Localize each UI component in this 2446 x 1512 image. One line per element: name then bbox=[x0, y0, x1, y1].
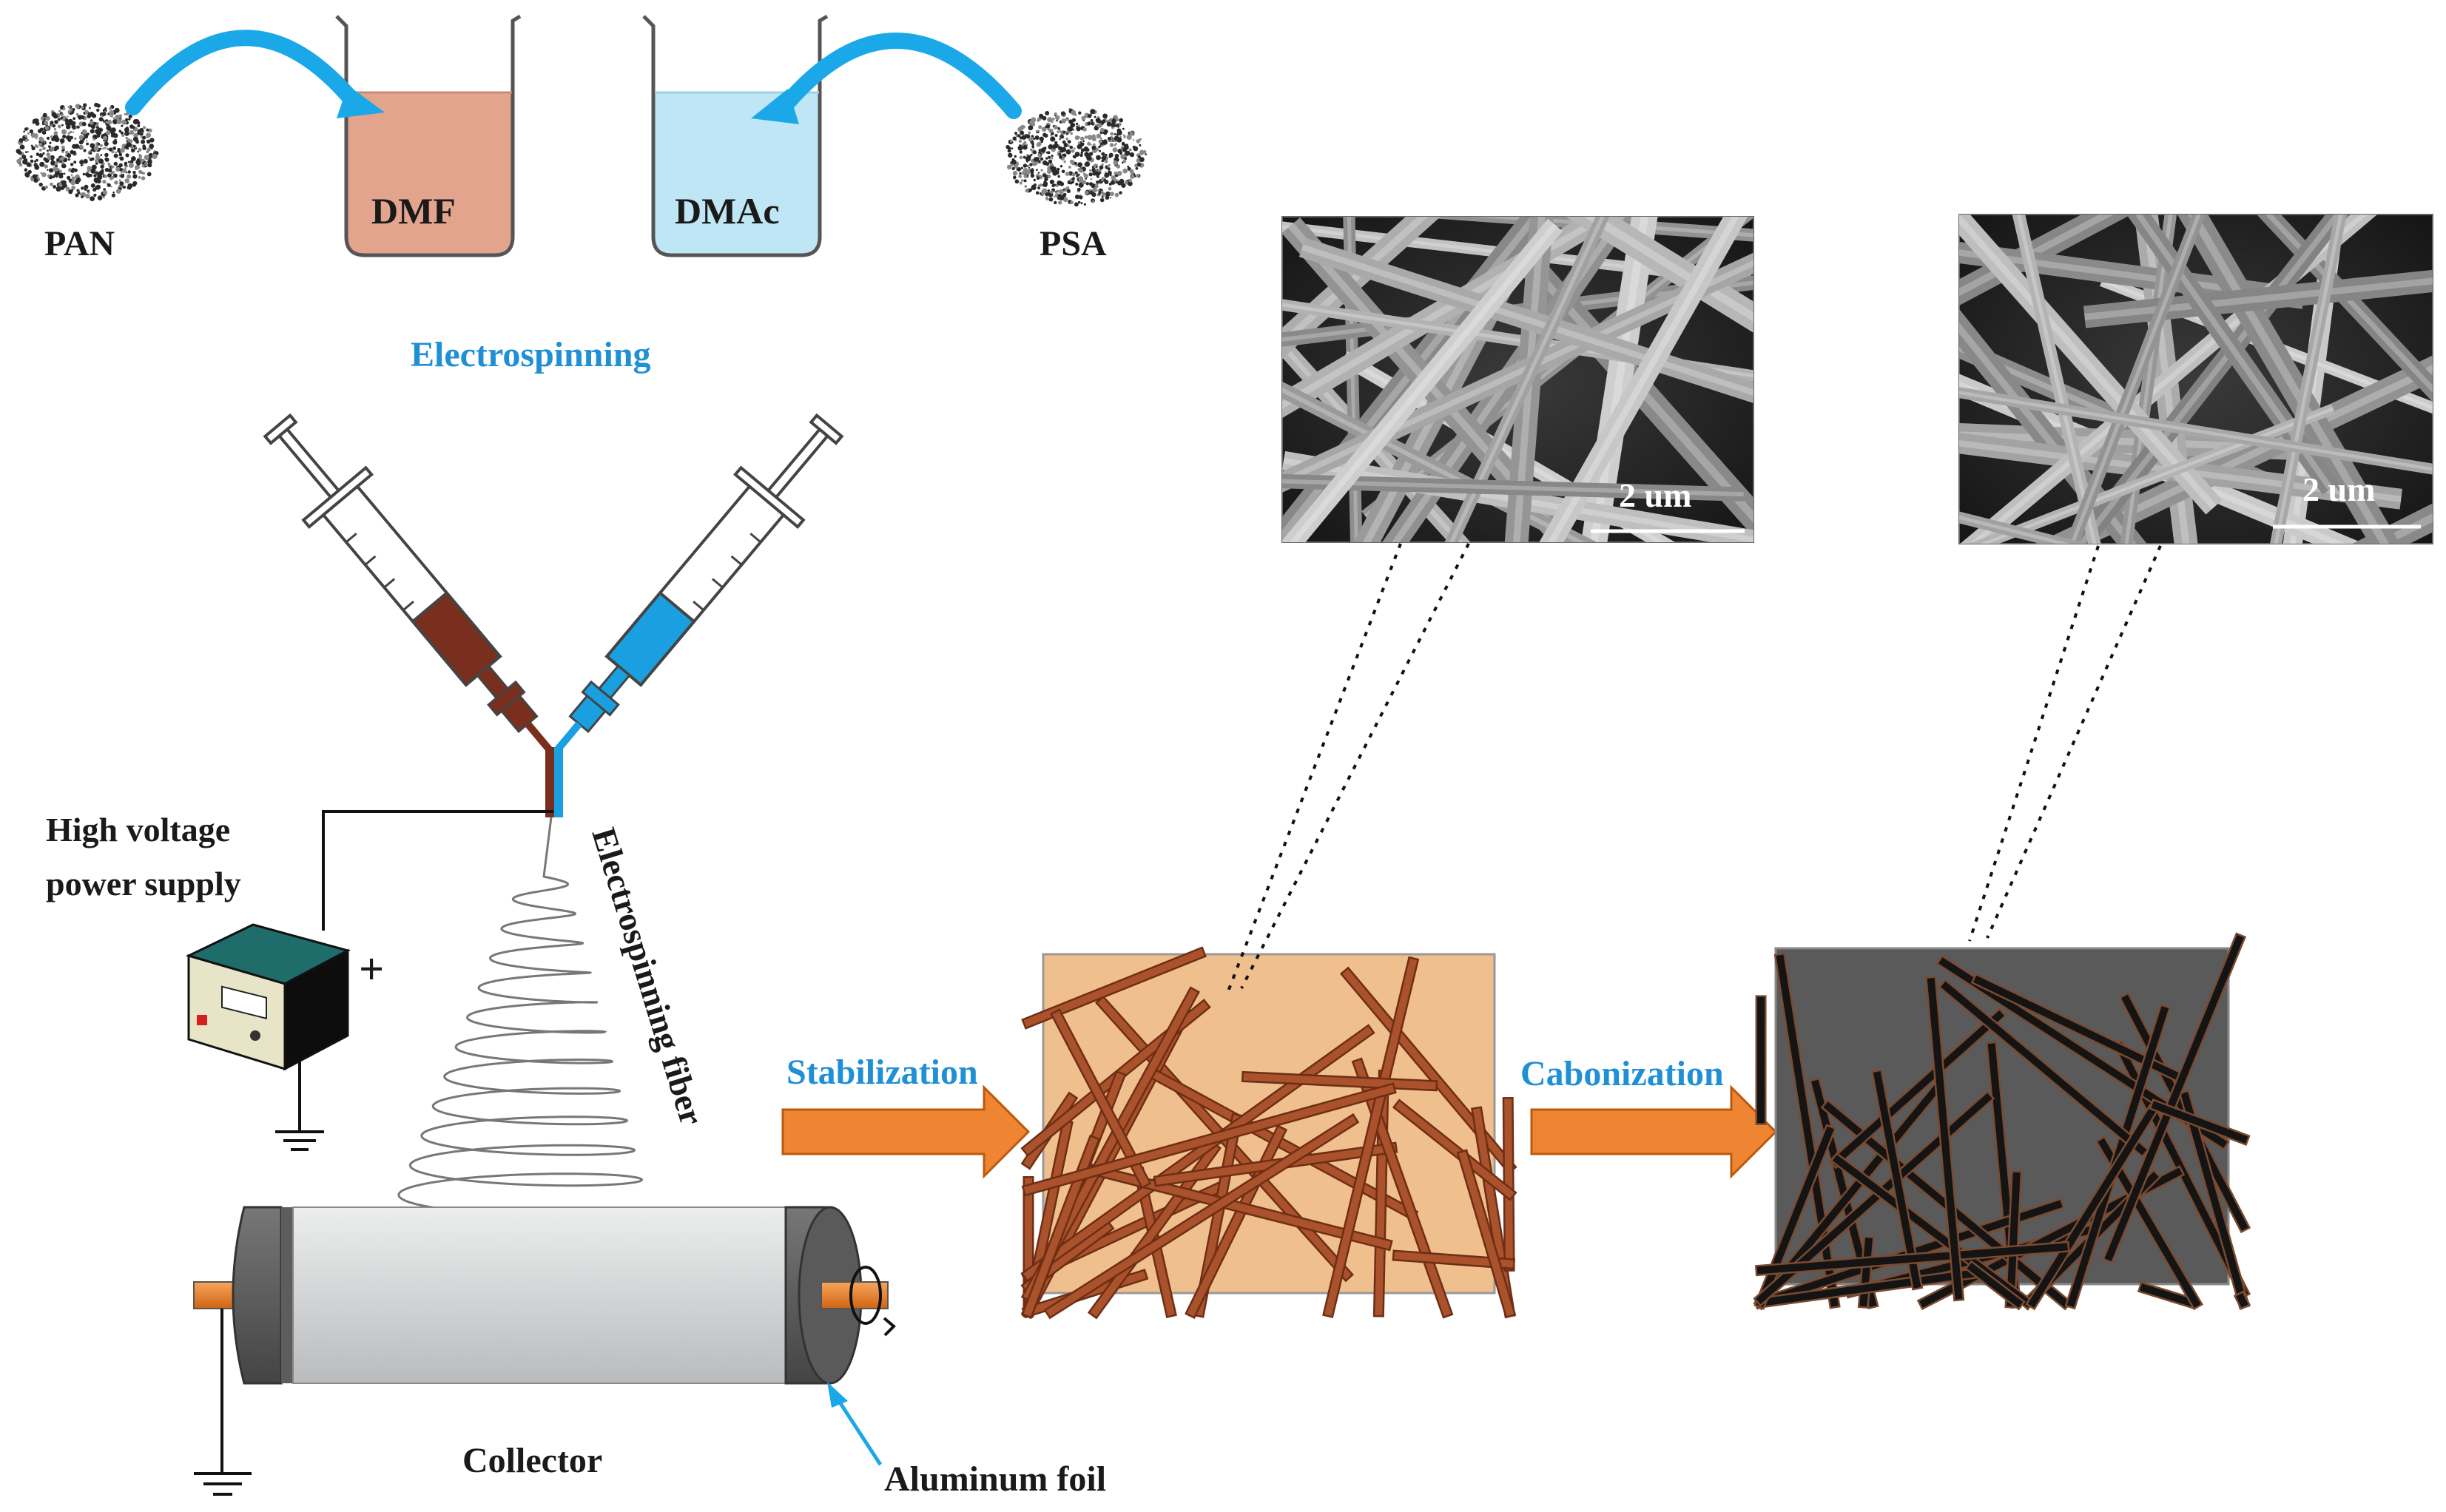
sem-image-stabilized bbox=[1281, 216, 1754, 543]
positive-terminal-label: + bbox=[359, 945, 384, 993]
pan-powder-icon bbox=[16, 102, 159, 201]
dmf-beaker-icon bbox=[335, 14, 522, 257]
aluminum-foil-label: Aluminum foil bbox=[884, 1459, 1106, 1499]
psa-syringe-icon bbox=[550, 413, 844, 757]
power-supply-icon bbox=[185, 923, 351, 1071]
collector-drum-icon bbox=[193, 1206, 889, 1472]
dmac-label: DMAc bbox=[675, 190, 780, 232]
sem-scale-label-1: 2 um bbox=[1619, 476, 1691, 514]
power-supply-label-line1: High voltage bbox=[46, 811, 230, 848]
sem-zoom-guide-lines bbox=[1227, 543, 2162, 992]
stabilization-arrow-icon bbox=[781, 1084, 1031, 1179]
power-supply-label-line2: power supply bbox=[46, 865, 241, 902]
rotation-arrow-icon bbox=[849, 1266, 896, 1337]
stabilized-fiber-mat bbox=[1020, 946, 1517, 1320]
collector-label: Collector bbox=[462, 1441, 602, 1480]
psa-to-dmac-arrow-icon bbox=[751, 33, 1022, 124]
electrospinning-label: Electrospinning bbox=[411, 335, 651, 374]
carbonization-arrow-icon bbox=[1530, 1084, 1778, 1179]
stabilization-label: Stabilization bbox=[786, 1053, 978, 1092]
carbonized-fiber-mat bbox=[1753, 932, 2251, 1311]
spinneret-nozzle-icon bbox=[545, 747, 563, 817]
psa-powder-icon bbox=[1005, 107, 1147, 207]
psa-label: PSA bbox=[1040, 224, 1107, 263]
cabonization-label: Cabonization bbox=[1520, 1054, 1724, 1093]
electrospinning-fiber-label: Electrospinning fiber bbox=[584, 823, 711, 1130]
pan-syringe-icon bbox=[263, 413, 556, 757]
pan-label: PAN bbox=[44, 224, 115, 263]
sem-scale-label-2: 2 um bbox=[2302, 470, 2375, 508]
collector-ground-symbol-icon bbox=[194, 1472, 252, 1496]
power-supply-wire bbox=[298, 810, 553, 1132]
dmf-label: DMF bbox=[371, 190, 456, 232]
aluminum-foil-pointer-icon bbox=[827, 1382, 883, 1466]
pan-to-dmf-arrow-icon bbox=[125, 30, 385, 118]
sem-image-carbonized bbox=[1958, 214, 2433, 544]
ground-symbol-icon bbox=[275, 1130, 324, 1151]
electrospinning-jet-icon bbox=[397, 817, 644, 1217]
